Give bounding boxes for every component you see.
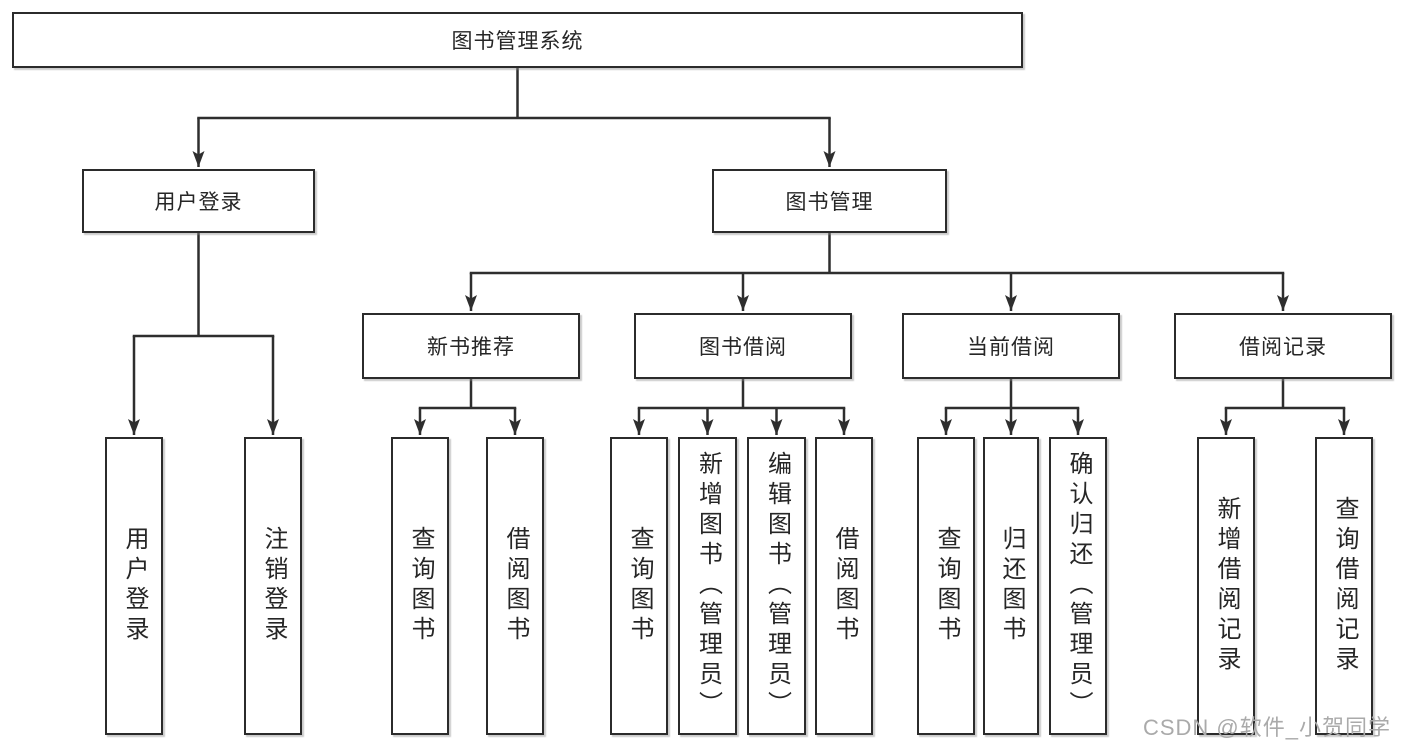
leaf-borrowing-add-book-admin: 新增图书（管理员） (678, 437, 737, 735)
leaf-records-add-record: 新增借阅记录 (1197, 437, 1255, 735)
watermark: CSDN @软件_小贺同学 (1142, 715, 1391, 740)
node-user-login: 用户登录 (82, 169, 315, 233)
leaf-recommend-query-book: 查询图书 (391, 437, 449, 735)
node-book-management: 图书管理 (712, 169, 947, 233)
connector-spines (132, 66, 1346, 410)
leaf-borrowing-query-book: 查询图书 (610, 437, 668, 735)
leaf-recommend-borrow-book: 借阅图书 (486, 437, 544, 735)
leaf-records-query-record: 查询借阅记录 (1315, 437, 1373, 735)
leaf-current-confirm-return-admin: 确认归还（管理员） (1049, 437, 1107, 735)
leaf-logout-login: 注销登录 (244, 437, 302, 735)
node-new-book-recommendation: 新书推荐 (362, 313, 580, 379)
leaf-user-login: 用户登录 (105, 437, 163, 735)
leaf-current-query-book: 查询图书 (917, 437, 975, 735)
node-current-borrowing: 当前借阅 (902, 313, 1120, 379)
connector-arrows (128, 118, 1350, 435)
leaf-borrowing-edit-book-admin: 编辑图书（管理员） (747, 437, 806, 735)
node-book-borrowing: 图书借阅 (634, 313, 852, 379)
node-root: 图书管理系统 (12, 12, 1023, 68)
leaf-borrowing-borrow-book: 借阅图书 (815, 437, 873, 735)
node-borrowing-records: 借阅记录 (1174, 313, 1392, 379)
leaf-current-return-book: 归还图书 (983, 437, 1039, 735)
